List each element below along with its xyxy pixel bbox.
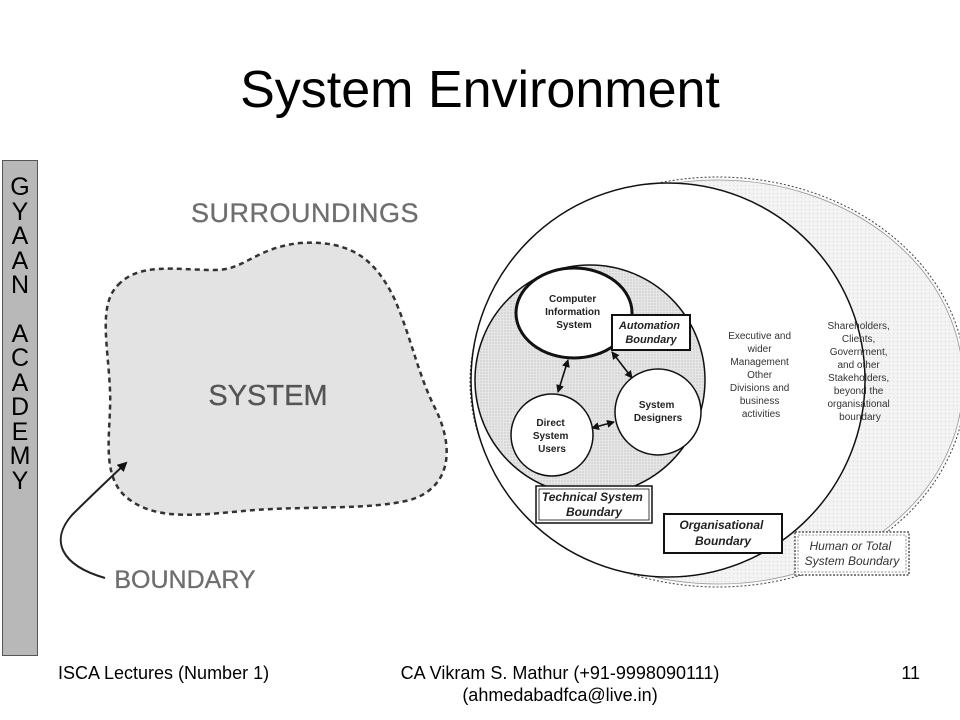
banner-letter: A [11, 222, 29, 250]
cis-designers-arrow [611, 351, 633, 379]
banner-letter: G [10, 173, 30, 201]
banner-letter: E [11, 417, 29, 446]
direct-users-label: Direct System Users [533, 418, 571, 455]
cis-users-arrow [556, 359, 570, 393]
organisational-boundary-label: Organisational Boundary [679, 518, 766, 548]
human-boundary-box-inner [797, 534, 907, 573]
slide-title: System Environment [240, 61, 720, 119]
banner-letter: Y [11, 197, 29, 226]
organisational-boundary-box [663, 513, 783, 554]
boundary-label: BOUNDARY [114, 566, 256, 594]
stakeholders-text: Shareholders, Clients, Government, and o… [827, 321, 892, 423]
cis-label: Computer Information System [545, 294, 603, 331]
system-designers-label: System Designers [634, 400, 683, 424]
users-designers-arrow [591, 419, 615, 431]
cis-ellipse [514, 266, 634, 360]
technical-boundary-box [535, 485, 653, 524]
human-boundary-label: Human or Total System Boundary [805, 539, 901, 568]
footer-email: (ahmedabadfca@live.in) [462, 685, 658, 705]
gyaan-academy-banner: G Y A A N A C A D E M Y [2, 160, 38, 656]
banner-letter: N [10, 271, 30, 299]
technical-boundary-label: Technical System Boundary [542, 490, 646, 519]
footer-author-contact: CA Vikram S. Mathur (+91-9998090111) (ah… [350, 662, 770, 706]
footer-author: CA Vikram S. Mathur (+91-9998090111) [400, 663, 720, 683]
system-designers-circle [614, 368, 702, 456]
automation-boundary-label: Automation Boundary [618, 320, 683, 346]
boundary-arrow [59, 461, 128, 579]
human-boundary-box [794, 531, 910, 576]
banner-letter: A [11, 246, 29, 275]
banner-letter: A [11, 368, 29, 397]
technical-boundary-box-inner [538, 488, 650, 521]
direct-users-circle [510, 393, 594, 477]
system-label: SYSTEM [208, 380, 327, 412]
banner-letter: A [11, 319, 29, 348]
executive-management-text: Executive and wider Management Other Div… [728, 331, 794, 420]
banner-letter: Y [11, 466, 29, 495]
banner-letter: M [9, 442, 31, 470]
surroundings-label: SURROUNDINGS [191, 198, 419, 228]
banner-letter: C [10, 344, 30, 372]
system-blob [104, 241, 448, 516]
footer-lecture-label: ISCA Lectures (Number 1) [58, 663, 270, 683]
banner-letter: D [10, 393, 30, 421]
automation-boundary-box [611, 314, 691, 351]
page-number: 11 [901, 663, 920, 683]
